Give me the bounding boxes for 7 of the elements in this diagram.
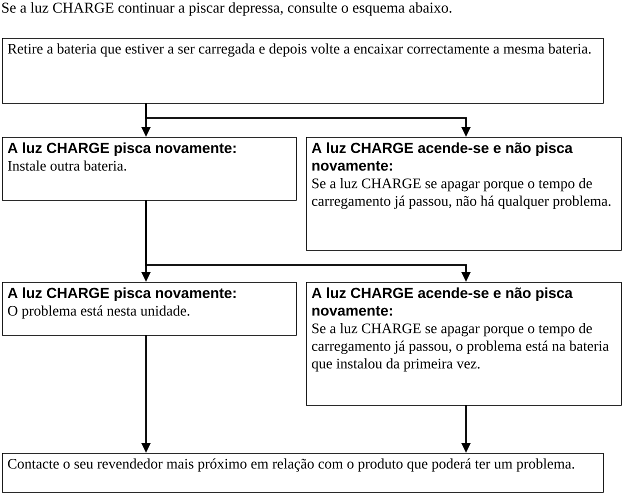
flow-box: A luz CHARGE pisca novamente: O problema está nesta unidade. — [2, 282, 297, 336]
flow-box: A luz CHARGE pisca novamente: Instale outra bateria. — [2, 137, 297, 201]
title: Se a luz CHARGE continuar a piscar depressa, consulte o esquema abaixo. — [2, 2, 452, 16]
flow-box: Retire a bateria que estiver a ser carregada e depois volte a encaixar correctamente a mesma bateria. — [2, 38, 604, 104]
flow-box: A luz CHARGE acende-se e não pisca novamente: Se a luz CHARGE se apagar porque o tempo de carregamento já passou, o problema está na bateria que instalou da primeira vez. — [306, 282, 622, 406]
flow-box: A luz CHARGE acende-se e não pisca novamente: Se a luz CHARGE se apagar porque o tempo de carregamento já passou, não há qualquer problema. — [306, 137, 622, 251]
flow-box: Contacte o seu revendedor mais próximo em relação com o produto que poderá ter um problema. — [2, 453, 604, 493]
